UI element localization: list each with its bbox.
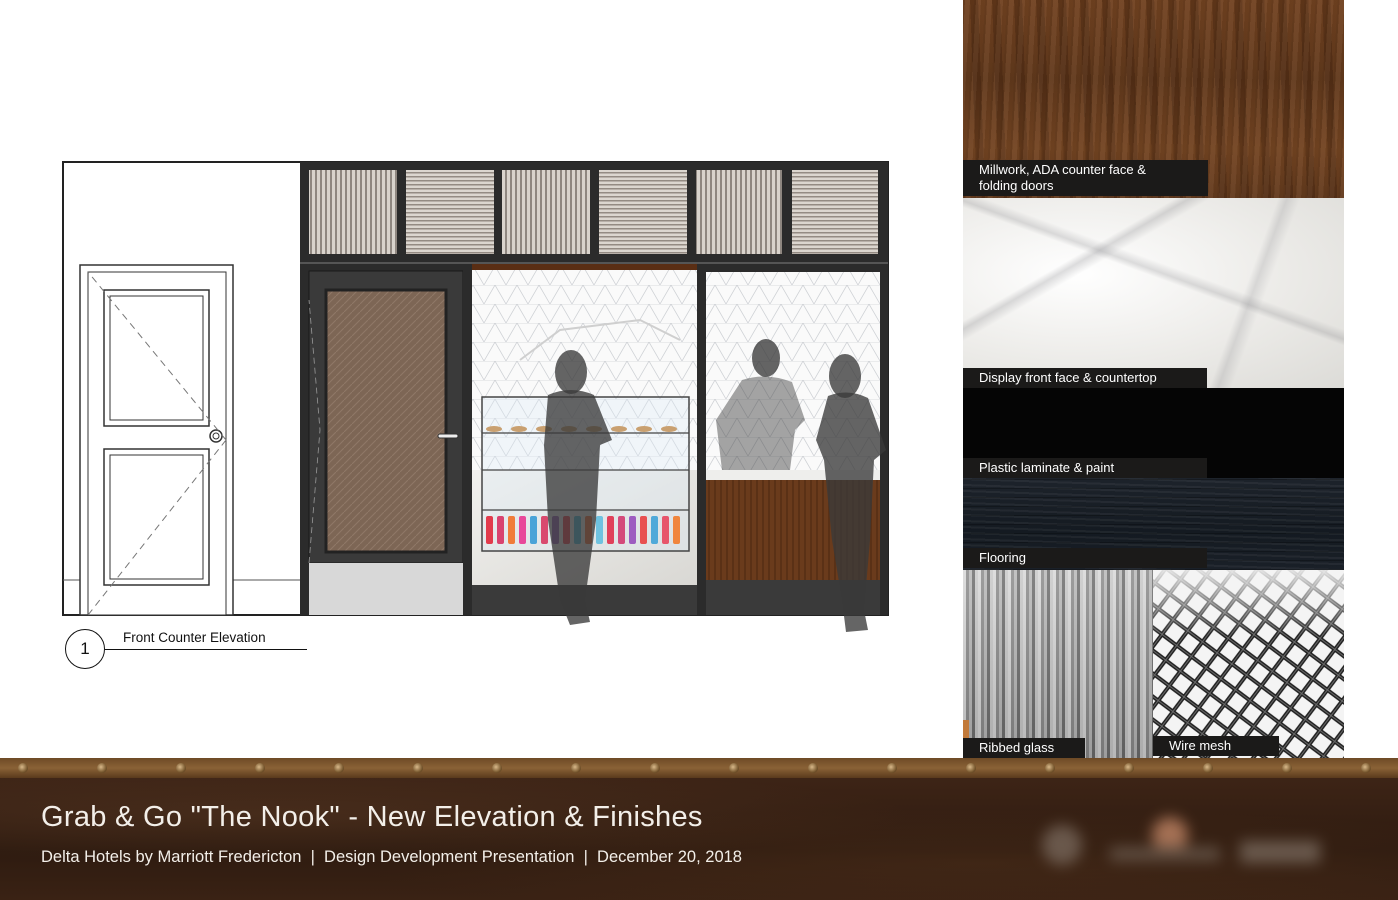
rivet-icon bbox=[97, 763, 107, 773]
elevation-callout-title: Front Counter Elevation bbox=[123, 630, 266, 645]
pastry-item bbox=[636, 426, 652, 432]
presentation-subtitle: Delta Hotels by Marriott Fredericton | D… bbox=[41, 848, 742, 866]
marble-swatch bbox=[963, 198, 1344, 388]
rivet-icon bbox=[413, 763, 423, 773]
ribbed-glass-swatch bbox=[963, 570, 1153, 758]
pastry-item bbox=[511, 426, 527, 432]
bottle-item bbox=[596, 516, 603, 544]
bottle-item bbox=[486, 516, 493, 544]
rivet-icon bbox=[492, 763, 502, 773]
callout-underline bbox=[105, 649, 307, 651]
front-counter-elevation-drawing bbox=[62, 161, 889, 632]
mesh-door bbox=[308, 270, 464, 615]
bottle-item bbox=[673, 516, 680, 544]
flooring-label: Flooring bbox=[963, 548, 1207, 568]
millwork-label-line1: Millwork, ADA counter face & bbox=[979, 162, 1146, 177]
bottle-item bbox=[618, 516, 625, 544]
ribbed-glass-label: Ribbed glass bbox=[963, 738, 1085, 758]
people-silhouettes bbox=[544, 339, 886, 632]
rivet-icon bbox=[334, 763, 344, 773]
rivet-icon bbox=[887, 763, 897, 773]
bottle-item bbox=[629, 516, 636, 544]
pastry-item bbox=[486, 426, 502, 432]
presentation-title: Grab & Go "The Nook" - New Elevation & F… bbox=[41, 801, 703, 833]
rivet-icon bbox=[1282, 763, 1292, 773]
bottle-item bbox=[519, 516, 526, 544]
rivet-icon bbox=[729, 763, 739, 773]
rivet-icon bbox=[1045, 763, 1055, 773]
rivet-icon bbox=[176, 763, 186, 773]
wire-mesh-label: Wire mesh bbox=[1153, 736, 1279, 756]
bottle-item bbox=[497, 516, 504, 544]
pastry-item bbox=[661, 426, 677, 432]
rivet-icon bbox=[808, 763, 818, 773]
rivet-icon bbox=[255, 763, 265, 773]
laminate-label: Plastic laminate & paint bbox=[963, 458, 1207, 478]
wire-mesh-swatch bbox=[1153, 570, 1344, 758]
rivet-icon bbox=[966, 763, 976, 773]
rivet-icon bbox=[571, 763, 581, 773]
bottle-item bbox=[508, 516, 515, 544]
millwork-label: Millwork, ADA counter face & folding doo… bbox=[963, 160, 1208, 196]
brass-rail bbox=[0, 758, 1398, 778]
millwork-label-line2: folding doors bbox=[979, 178, 1054, 193]
transom-ribbed-glass bbox=[309, 170, 878, 254]
rivet-icon bbox=[1124, 763, 1134, 773]
rivet-icon bbox=[18, 763, 28, 773]
display-front-label: Display front face & countertop bbox=[963, 368, 1207, 388]
blurred-logo bbox=[1042, 817, 1320, 865]
bottle-item bbox=[640, 516, 647, 544]
bottle-item bbox=[662, 516, 669, 544]
rivet-icon bbox=[650, 763, 660, 773]
panel-door bbox=[63, 264, 300, 616]
rivet-icon bbox=[1203, 763, 1213, 773]
pastry-item bbox=[611, 426, 627, 432]
elevation-callout-number: 1 bbox=[65, 629, 105, 669]
bottle-item bbox=[530, 516, 537, 544]
bottle-item bbox=[607, 516, 614, 544]
bottle-item bbox=[651, 516, 658, 544]
rivet-icon bbox=[1361, 763, 1371, 773]
bottle-item bbox=[541, 516, 548, 544]
